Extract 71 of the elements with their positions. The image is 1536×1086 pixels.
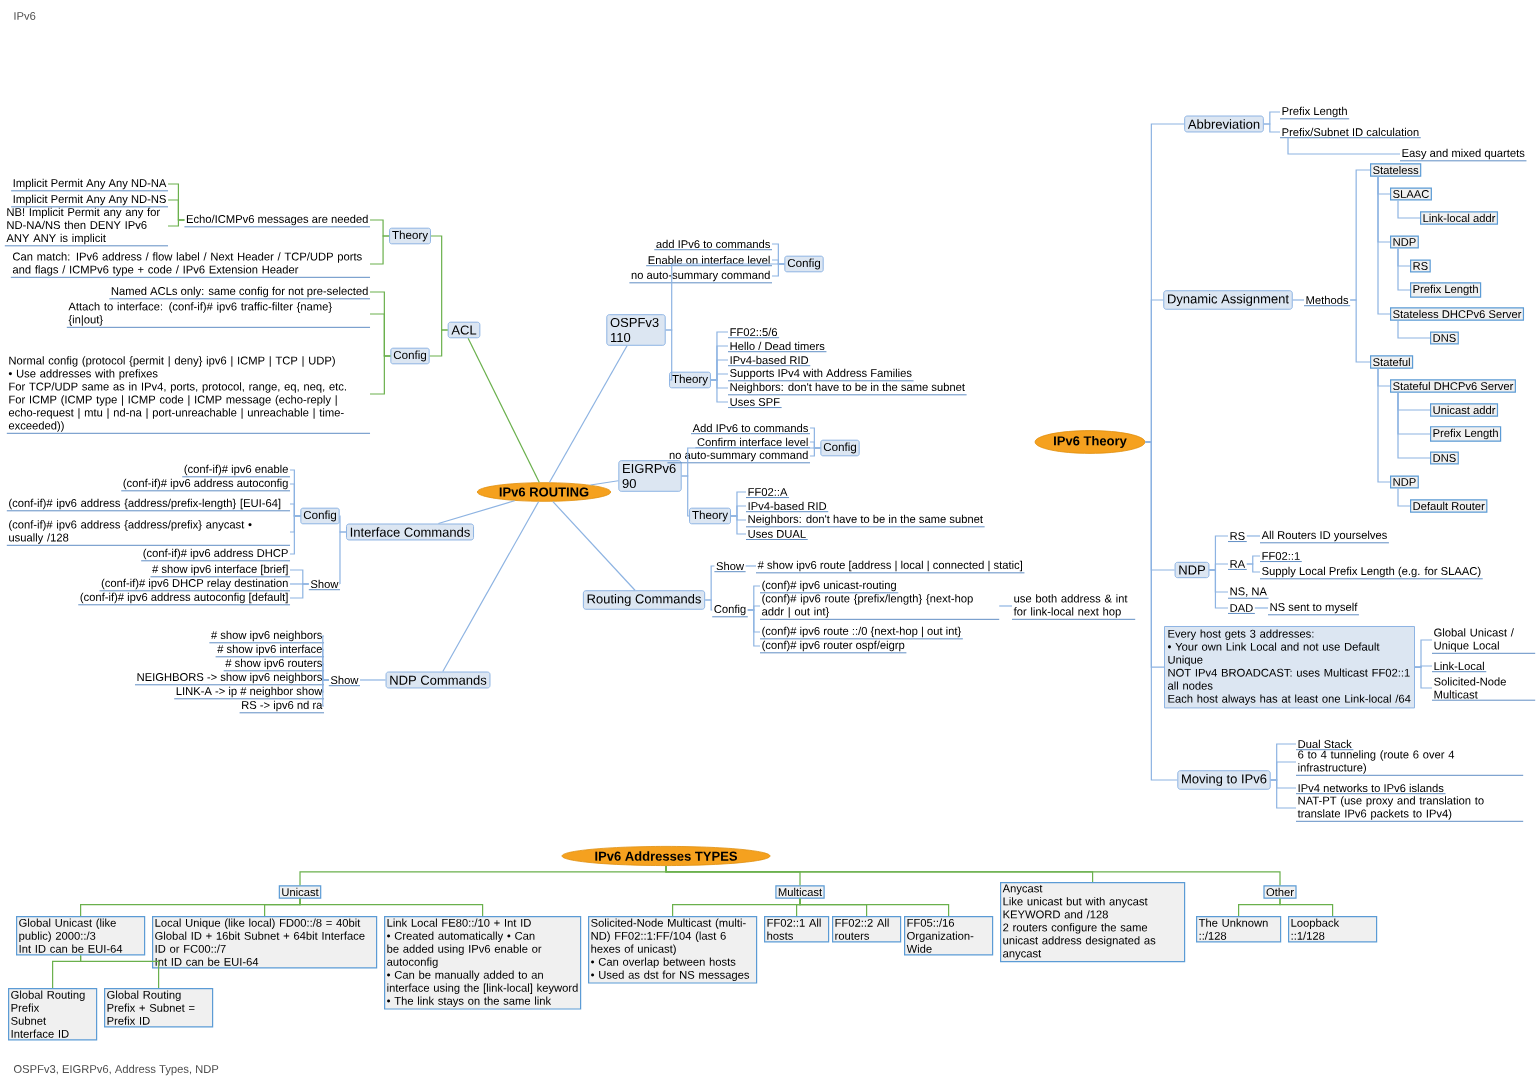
- connector-line: [322, 663, 330, 681]
- connector-line: [710, 379, 729, 403]
- connector-line: [747, 605, 761, 611]
- connector-line: [665, 865, 1281, 886]
- connector-line: [548, 345, 628, 483]
- connector-line: [771, 243, 785, 265]
- connector-line: [1270, 761, 1297, 781]
- connector-line: [1279, 898, 1334, 917]
- connector-line: [1270, 779, 1297, 809]
- connector-line: [745, 565, 757, 567]
- connector-line: [167, 199, 185, 221]
- connector-line: [1349, 299, 1371, 363]
- connector-line: [80, 954, 160, 989]
- connector-line: [1246, 563, 1261, 573]
- connector-line: [1246, 535, 1261, 537]
- connector-line: [264, 898, 301, 917]
- connector-line: [167, 219, 185, 227]
- connector-line: [681, 475, 690, 517]
- connector-line: [1246, 555, 1261, 565]
- connector-line: [1414, 666, 1433, 689]
- connector-line: [1397, 392, 1431, 459]
- connector-line: [359, 679, 387, 681]
- connector-line: [467, 337, 540, 483]
- connector-line: [665, 329, 673, 381]
- connector-line: [369, 219, 390, 237]
- connector-line: [1292, 299, 1305, 301]
- connector-line: [1377, 368, 1391, 483]
- connector-line: [747, 609, 761, 647]
- connector-line: [429, 329, 449, 357]
- connector-line: [322, 679, 330, 707]
- connector-line: [1208, 569, 1229, 609]
- connector-line: [704, 599, 713, 611]
- connector-line: [289, 503, 301, 517]
- connector-line: [1397, 199, 1421, 219]
- connector-line: [747, 585, 761, 611]
- connector-line: [339, 531, 347, 585]
- connector-line: [1397, 487, 1411, 507]
- connector-line: [442, 501, 540, 673]
- connector-line: [809, 441, 821, 449]
- connector-line: [369, 355, 391, 395]
- connector-line: [771, 263, 785, 277]
- connector-line: [799, 898, 950, 917]
- connector-line: [289, 583, 310, 599]
- connector-line: [552, 501, 636, 591]
- connector-line: [589, 480, 619, 486]
- connector-line: [369, 313, 391, 357]
- connector-line: [730, 505, 747, 517]
- connector-line: [1144, 441, 1178, 781]
- connector-line: [1397, 247, 1411, 291]
- connector-line: [730, 515, 747, 535]
- connector-line: [998, 605, 1013, 607]
- connector-line: [809, 447, 821, 457]
- connector-line: [1263, 123, 1281, 133]
- connector-line: [1287, 137, 1401, 155]
- connector-line: [1377, 176, 1391, 315]
- connector-line: [1263, 111, 1281, 125]
- connector-line: [369, 235, 390, 265]
- connector-line: [771, 259, 785, 265]
- connector-line: [1254, 607, 1269, 609]
- connector-line: [339, 515, 347, 533]
- connector-line: [322, 677, 330, 681]
- connector-line: [1238, 898, 1281, 917]
- connector-line: [437, 500, 516, 525]
- connector-line: [1414, 639, 1433, 668]
- connector-line: [1414, 665, 1433, 668]
- connector-line: [289, 515, 301, 555]
- connector-line: [672, 898, 801, 917]
- connector-line: [299, 898, 484, 917]
- connector-line: [796, 898, 801, 917]
- connector-line: [1397, 320, 1431, 339]
- connector-line: [299, 865, 667, 886]
